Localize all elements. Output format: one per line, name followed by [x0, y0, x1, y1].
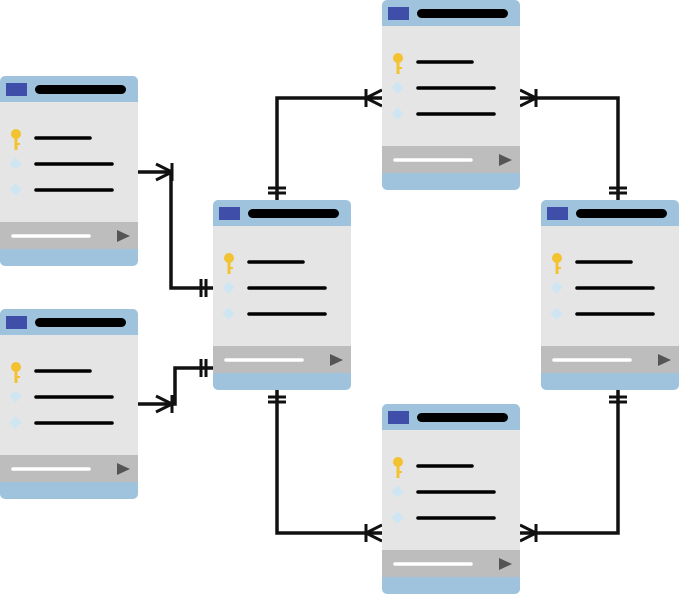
key-icon — [224, 253, 234, 274]
diamond-icon — [222, 307, 235, 320]
card-body — [0, 102, 138, 222]
crows-foot — [365, 523, 383, 535]
table-title-bar — [35, 318, 126, 327]
play-icon[interactable] — [499, 558, 512, 570]
key-icon — [552, 253, 562, 274]
diamond-icon — [222, 281, 235, 294]
crows-foot — [155, 162, 173, 174]
crows-foot — [519, 531, 537, 543]
key-icon — [393, 53, 403, 74]
play-icon[interactable] — [658, 354, 671, 366]
card-body — [382, 430, 520, 550]
table-card-left-bottom[interactable] — [0, 309, 138, 499]
crows-foot — [155, 394, 173, 406]
crows-foot — [519, 96, 537, 108]
table-title-bar — [417, 413, 508, 422]
diamond-icon — [391, 485, 404, 498]
diamond-icon — [391, 107, 404, 120]
table-icon — [547, 207, 568, 220]
crows-foot — [365, 88, 383, 100]
card-body — [213, 226, 351, 346]
relationship-right-bottom — [520, 390, 620, 535]
relationship-lines — [138, 88, 627, 543]
key-icon — [393, 457, 403, 478]
key-icon — [11, 129, 21, 150]
table-title-bar — [576, 209, 667, 218]
relationship-left-top-center — [138, 170, 213, 290]
card-body — [382, 26, 520, 146]
relationship-top-right — [520, 96, 620, 200]
table-card-top[interactable] — [382, 0, 520, 190]
crows-foot — [155, 402, 173, 414]
key-icon — [11, 362, 21, 383]
diamond-icon — [9, 183, 22, 196]
diamond-icon — [391, 81, 404, 94]
crows-foot — [519, 88, 537, 100]
table-title-bar — [248, 209, 339, 218]
table-card-right[interactable] — [541, 200, 679, 390]
diamond-icon — [9, 390, 22, 403]
table-icon — [6, 316, 27, 329]
play-icon[interactable] — [117, 463, 130, 475]
diamond-icon — [9, 416, 22, 429]
play-icon[interactable] — [117, 230, 130, 242]
play-icon[interactable] — [330, 354, 343, 366]
table-title-bar — [35, 85, 126, 94]
crows-foot — [365, 96, 383, 108]
card-body — [0, 335, 138, 455]
table-icon — [219, 207, 240, 220]
crows-foot — [365, 531, 383, 543]
table-icon — [388, 7, 409, 20]
relationship-center-bottom — [275, 390, 382, 535]
table-title-bar — [417, 9, 508, 18]
play-icon[interactable] — [499, 154, 512, 166]
crows-foot — [519, 523, 537, 535]
table-card-center[interactable] — [213, 200, 351, 390]
table-card-left-top[interactable] — [0, 76, 138, 266]
table-icon — [6, 83, 27, 96]
relationship-center-top — [275, 96, 382, 200]
table-card-bottom[interactable] — [382, 404, 520, 594]
diamond-icon — [9, 157, 22, 170]
table-icon — [388, 411, 409, 424]
relationship-left-bottom-center — [138, 366, 213, 406]
card-body — [541, 226, 679, 346]
crows-foot — [155, 170, 173, 182]
